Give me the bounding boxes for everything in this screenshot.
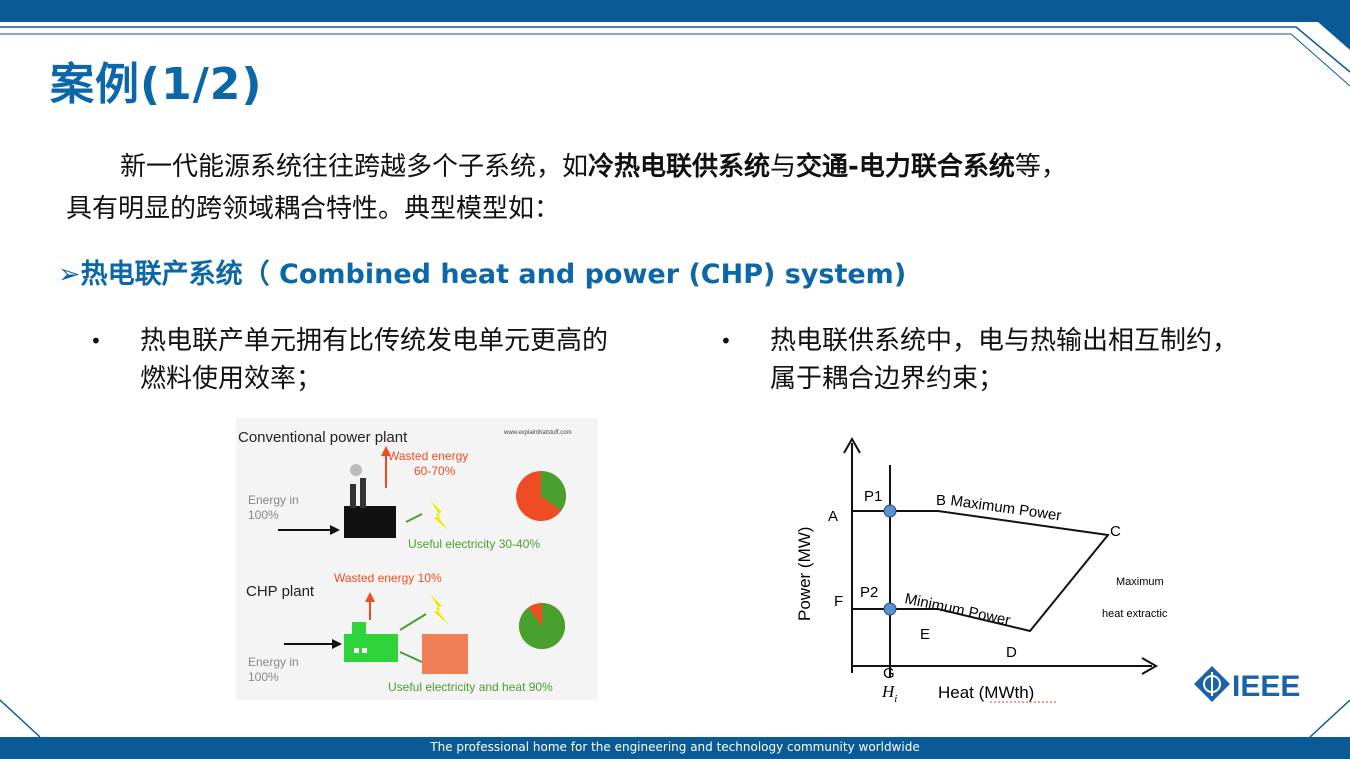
bullet-text: 热电联产单元拥有比传统发电单元更高的燃料使用效率；: [140, 322, 608, 398]
bullet-line-2: 燃料使用效率；: [140, 364, 323, 394]
bullet-item-efficiency: • 热电联产单元拥有比传统发电单元更高的燃料使用效率；: [90, 322, 710, 402]
label-min-power: Minimum Power: [903, 590, 1012, 629]
window-icon: [354, 648, 359, 653]
section-heading: ➢热电联产系统（ Combined heat and power (CHP) s…: [58, 259, 907, 290]
ieee-logo: IEEE: [1194, 666, 1300, 703]
waste-arrowhead-icon: [381, 446, 391, 456]
label-g: G: [883, 665, 895, 682]
hi-main: H: [881, 682, 896, 701]
lightning-icon: [430, 500, 448, 530]
chp-roof-icon: [352, 622, 366, 636]
conventional-heading: Conventional power plant: [238, 429, 408, 446]
intro-line-2: 具有明显的跨领域耦合特性。典型模型如：: [66, 194, 561, 224]
label-max-heat-1: Maximum: [1116, 576, 1164, 588]
label-hi: Hi: [881, 682, 897, 705]
output-arrow-icon: [399, 613, 427, 631]
intro-bold-transport: 交通-电力联合系统: [796, 152, 1015, 182]
intro-text-a: 新一代能源系统往往跨越多个子系统，如: [120, 152, 589, 182]
footer-tagline: The professional home for the engineerin…: [430, 740, 920, 754]
window-icon: [362, 648, 367, 653]
conventional-wasted-label: Wasted energy: [388, 449, 468, 463]
point-p1: [883, 504, 897, 518]
label-e: E: [920, 626, 930, 643]
waste-arrowhead-icon: [365, 592, 375, 602]
label-a: A: [828, 508, 838, 525]
conventional-useful-label: Useful electricity 30-40%: [408, 537, 540, 551]
chp-useful-label: Useful electricity and heat 90%: [388, 680, 553, 694]
bullet-text: 热电联供系统中，电与热输出相互制约， 属于耦合边界约束；: [770, 322, 1238, 398]
label-p2: P2: [860, 584, 878, 601]
pie-useful-slice: [519, 603, 565, 649]
chp-wasted-label: Wasted energy 10%: [334, 571, 442, 585]
x-axis-label: Heat (MWth): [938, 683, 1034, 702]
y-axis-arrow-icon: [843, 436, 861, 454]
footer-bar: [0, 737, 1350, 759]
ieee-wordmark: IEEE: [1232, 670, 1300, 703]
label-d: D: [1006, 644, 1017, 661]
chimney-icon: [360, 478, 366, 508]
point-p2: [883, 602, 897, 616]
lightning-icon: [430, 594, 448, 624]
source-site: www.explainthatstuff.com: [503, 430, 572, 436]
conventional-wasted-pct: 60-70%: [414, 464, 456, 478]
label-max-heat-2: heat extractic: [1102, 608, 1168, 620]
conventional-pie: [516, 471, 566, 521]
page-title: 案例(1/2): [50, 59, 263, 110]
label-b: B: [936, 492, 946, 509]
bullet-item-coupling: • 热电联供系统中，电与热输出相互制约， 属于耦合边界约束；: [720, 322, 1340, 402]
bullet-line-1: 热电联供系统中，电与热输出相互制约，: [770, 326, 1239, 356]
chp-pie: [519, 603, 565, 649]
bullet-marker: •: [90, 329, 102, 353]
conventional-plant-icon: [344, 506, 396, 538]
plant-comparison-figure: Conventional power plant www.explainthat…: [236, 418, 598, 700]
input-arrowhead-icon: [332, 639, 342, 649]
intro-line-1: 新一代能源系统往往跨越多个子系统，如冷热电联供系统与交通-电力联合系统等，: [66, 146, 1226, 188]
intro-text-c: 与: [770, 152, 797, 182]
bullet-line-1: 热电联产单元拥有比传统发电单元更高的: [140, 326, 609, 356]
chimney-icon: [350, 484, 356, 508]
chp-heading: CHP plant: [246, 583, 315, 600]
chp-input-pct: 100%: [248, 670, 279, 684]
conventional-input-pct: 100%: [248, 508, 279, 522]
x-axis-arrow-icon: [1141, 657, 1159, 675]
heat-icon: [422, 634, 468, 674]
hi-sub: i: [894, 693, 897, 705]
smoke-icon: [350, 464, 362, 476]
chp-region-chart: A P1 B Maximum Power C Maximum heat extr…: [795, 436, 1168, 705]
label-f: F: [834, 593, 843, 610]
label-c: C: [1110, 523, 1121, 540]
intro-paragraph: 新一代能源系统往往跨越多个子系统，如冷热电联供系统与交通-电力联合系统等， 具有…: [66, 146, 1226, 230]
chp-plant-icon: [344, 634, 398, 662]
chp-input-label: Energy in: [248, 655, 299, 669]
bullet-line-2: 属于耦合边界约束；: [770, 364, 1005, 394]
y-axis-label: Power (MW): [795, 527, 814, 621]
intro-text-e: 等，: [1014, 152, 1067, 182]
conventional-input-label: Energy in: [248, 493, 299, 507]
bullet-marker: •: [720, 329, 732, 353]
top-bar: [0, 0, 1350, 22]
output-arrow-icon: [399, 651, 423, 663]
intro-bold-cchp: 冷热电联供系统: [588, 152, 771, 182]
pie-useful-slice: [541, 471, 566, 511]
input-arrowhead-icon: [330, 525, 340, 535]
output-arrow-icon: [405, 513, 423, 523]
label-p1: P1: [864, 488, 882, 505]
feasible-region: [852, 510, 1110, 633]
